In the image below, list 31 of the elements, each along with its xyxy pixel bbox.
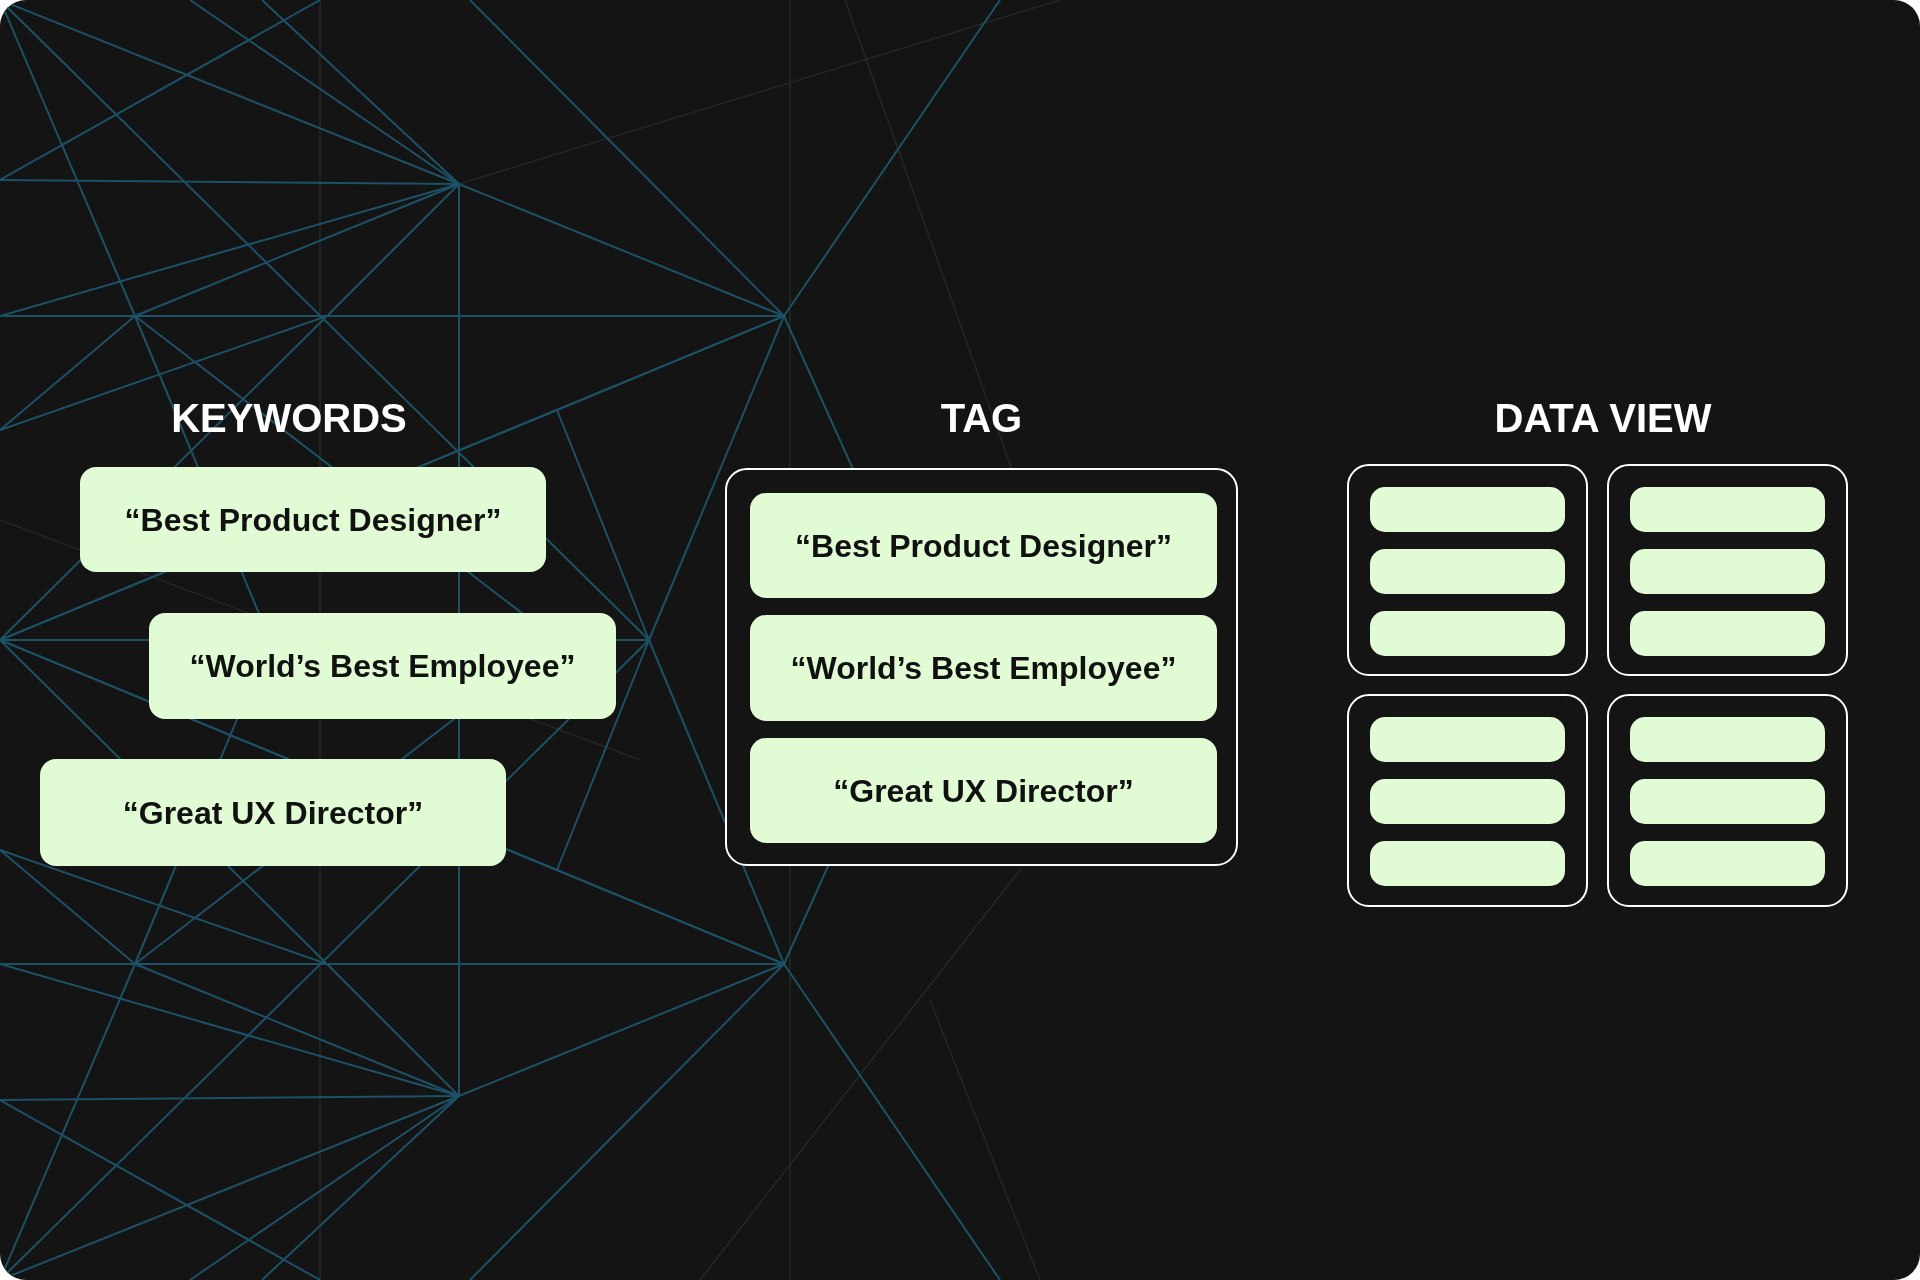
placeholder-bar — [1630, 487, 1825, 532]
phrase-card — [750, 493, 1217, 598]
placeholder-bar — [1370, 611, 1565, 656]
placeholder-bar — [1630, 611, 1825, 656]
phrase-text: “Best Product Designer” — [124, 500, 502, 540]
group-heading: TAG — [940, 395, 1023, 442]
phrase-text: “Great UX Director” — [833, 771, 1134, 811]
phrase-card — [80, 467, 546, 572]
phrase-text: “Best Product Designer” — [795, 526, 1172, 566]
section-heading: DATA VIEW — [1494, 395, 1712, 442]
phrase-card — [750, 615, 1217, 721]
card-frame — [1607, 464, 1848, 676]
placeholder-bar — [1370, 841, 1565, 886]
section-heading: KEYWORDS — [171, 395, 407, 442]
phrase-text: “World’s Best Employee” — [790, 649, 1177, 688]
placeholder-bar — [1630, 717, 1825, 762]
phrase-card — [149, 613, 616, 719]
card-frame — [1607, 694, 1848, 907]
placeholder-bar — [1370, 549, 1565, 594]
placeholder-bar — [1630, 841, 1825, 886]
placeholder-bar — [1370, 487, 1565, 532]
phrase-card — [750, 738, 1217, 843]
card-frame — [1347, 464, 1588, 676]
phrase-text: “Great UX Director” — [122, 793, 424, 833]
placeholder-bar — [1370, 779, 1565, 824]
phrase-card — [40, 759, 506, 866]
placeholder-bar — [1630, 549, 1825, 594]
card-frame — [1347, 694, 1588, 907]
phrase-text: “World’s Best Employee” — [189, 647, 576, 686]
placeholder-bar — [1630, 779, 1825, 824]
placeholder-bar — [1370, 717, 1565, 762]
